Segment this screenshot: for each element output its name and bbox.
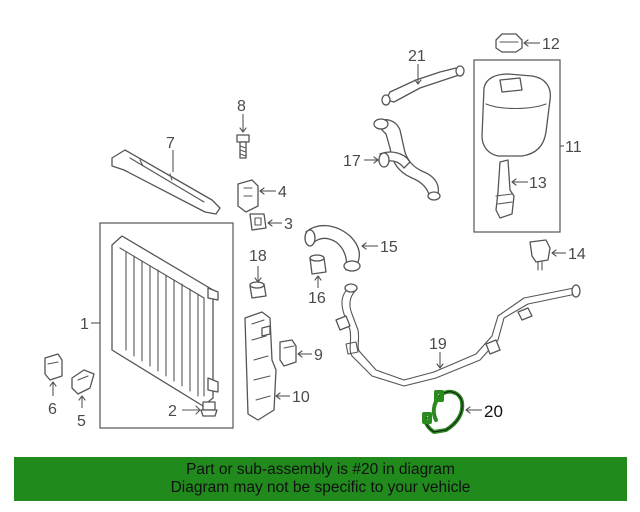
callout-10: 10	[292, 389, 310, 406]
banner-line-1: Part or sub-assembly is #20 in diagram	[186, 461, 455, 478]
part-8-bolt[interactable]	[236, 134, 250, 159]
part-15-hose[interactable]	[304, 225, 361, 272]
part-2-drain-plug[interactable]	[200, 401, 218, 417]
part-12-cap[interactable]	[495, 33, 523, 53]
callout-11: 11	[565, 139, 582, 156]
callout-1: 1	[80, 316, 89, 333]
part-17-hose[interactable]	[373, 118, 441, 201]
part-20-hose-highlighted[interactable]	[422, 389, 465, 434]
part-4-mount[interactable]	[237, 179, 259, 213]
callout-9: 9	[314, 347, 323, 364]
callout-16: 16	[308, 290, 326, 307]
callout-14: 14	[568, 246, 586, 263]
part-10-side-panel[interactable]	[244, 311, 277, 421]
part-9-sensor[interactable]	[279, 339, 297, 367]
part-18-grommet[interactable]	[249, 281, 267, 299]
part-16-cap[interactable]	[309, 254, 327, 275]
banner-line-2: Diagram may not be specific to your vehi…	[170, 479, 471, 496]
part-6-bracket[interactable]	[44, 353, 63, 381]
callout-12: 12	[542, 36, 560, 53]
callout-2: 2	[168, 403, 177, 420]
callout-13: 13	[529, 175, 547, 192]
callout-5: 5	[77, 413, 86, 430]
callout-17: 17	[343, 153, 361, 170]
part-14-sensor[interactable]	[529, 239, 551, 271]
callout-19: 19	[429, 336, 447, 353]
part-19-pipe[interactable]	[335, 283, 581, 387]
callout-7: 7	[166, 135, 175, 152]
part-5-bracket[interactable]	[71, 369, 95, 395]
callout-18: 18	[249, 248, 267, 265]
callout-21: 21	[408, 48, 426, 65]
callout-8: 8	[237, 98, 246, 115]
part-21-hose[interactable]	[381, 65, 465, 106]
parts-diagram: 7 1 2 8 4 3	[44, 33, 586, 434]
part-3-clip[interactable]	[249, 213, 267, 231]
callout-15: 15	[380, 239, 398, 256]
part-1-radiator[interactable]	[99, 222, 234, 429]
part-13-sensor[interactable]	[495, 159, 515, 219]
callout-6: 6	[48, 401, 57, 418]
callout-3: 3	[284, 216, 293, 233]
callout-20: 20	[484, 402, 503, 421]
part-7-support-bracket[interactable]	[111, 149, 221, 215]
info-banner: Part or sub-assembly is #20 in diagram D…	[14, 457, 627, 501]
part-11-expansion-tank[interactable]	[481, 73, 552, 157]
callout-4: 4	[278, 184, 287, 201]
